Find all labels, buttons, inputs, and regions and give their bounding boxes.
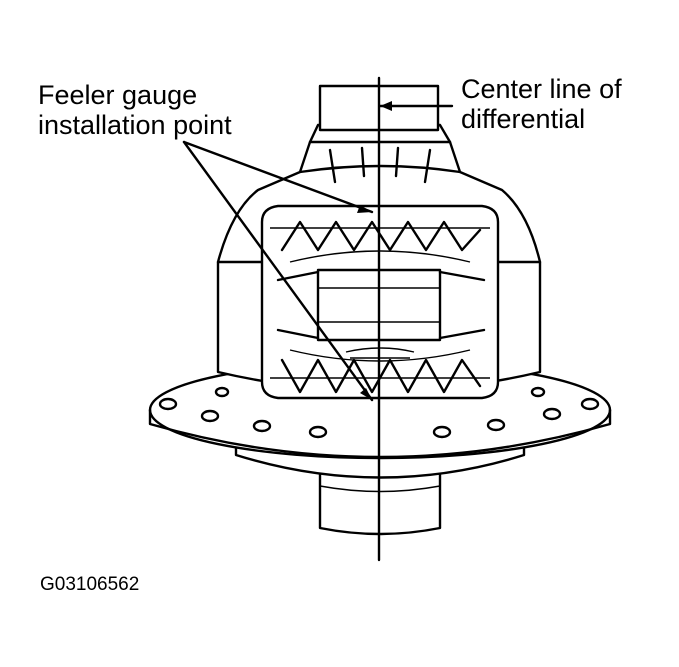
- center-line-label-line1: Center line of: [461, 74, 622, 104]
- feeler-gauge-label: Feeler gauge installation point: [38, 80, 232, 140]
- feeler-gauge-label-line1: Feeler gauge: [38, 80, 198, 110]
- bolt-holes: [158, 386, 600, 439]
- center-line-leader: [378, 101, 454, 111]
- feeler-gauge-label-line2: installation point: [38, 110, 232, 140]
- feeler-gauge-leaders: [182, 140, 374, 402]
- figure-code: G03106562: [40, 574, 140, 595]
- center-line-label: Center line of differential: [461, 74, 622, 134]
- center-line-label-line2: differential: [461, 104, 586, 134]
